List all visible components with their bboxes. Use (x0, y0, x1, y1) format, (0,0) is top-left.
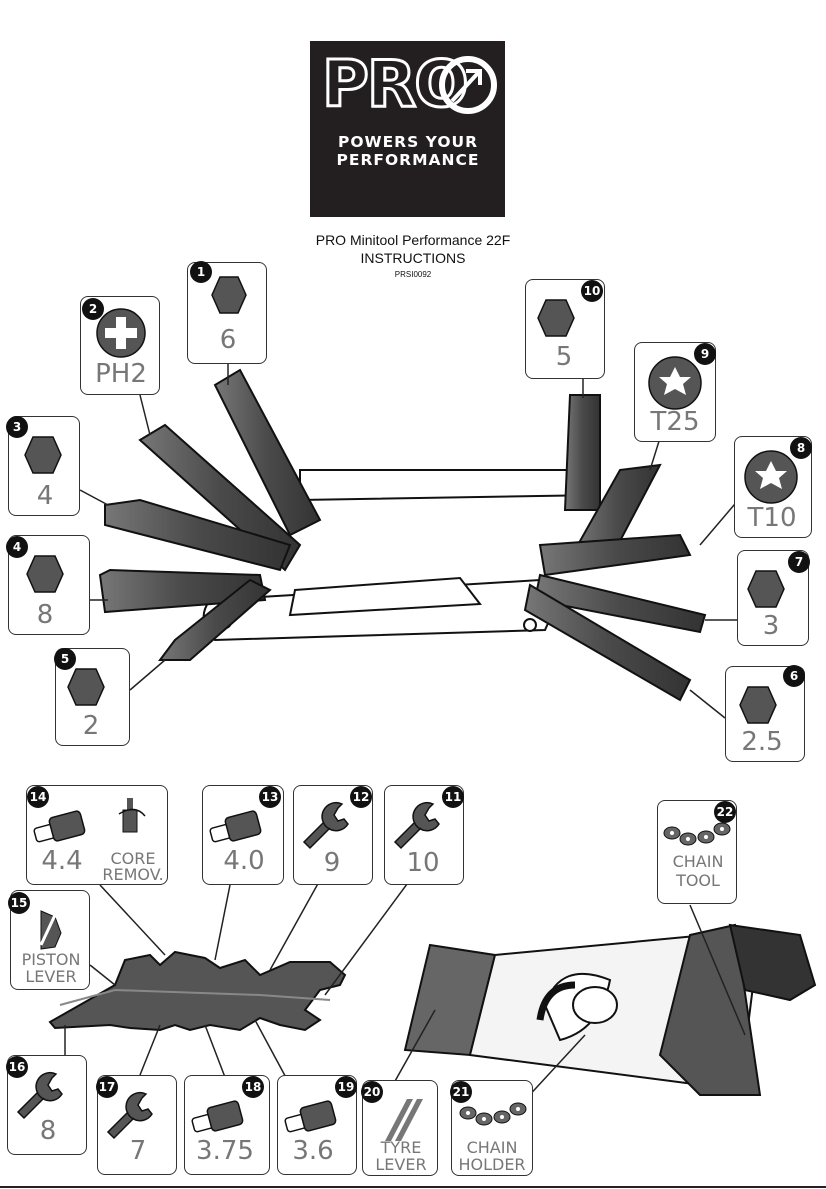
tool-size-label: 4.0 (223, 846, 265, 876)
tool-number-badge: 9 (694, 343, 716, 365)
tool-size-label: PH2 (95, 359, 147, 389)
wrench-plate (48, 950, 347, 1032)
tool-size-label: 6 (219, 325, 237, 355)
doc-subtitle: INSTRUCTIONS (360, 250, 466, 266)
logo-wordmark: PRO (321, 48, 471, 122)
torx-icon (648, 356, 702, 410)
spoke-key-icon (209, 810, 262, 843)
tool-number-badge: 4 (6, 536, 28, 558)
tool-size-label: CHAIN (672, 852, 724, 871)
tool-size-label-line3: REMOV. (102, 865, 164, 884)
tool-number-badge: 6 (783, 665, 805, 687)
tool-number-badge: 3 (6, 416, 28, 438)
hex-icon (67, 668, 105, 706)
tool-number-badge: 12 (350, 786, 372, 808)
callout-tool-3: 4 (8, 416, 80, 516)
hex-icon (24, 436, 62, 474)
tool-number-badge: 19 (335, 1076, 357, 1098)
tool-number-badge: 8 (790, 437, 812, 459)
tool-number-badge: 11 (442, 786, 464, 808)
tyre-lever-icon (385, 1099, 423, 1141)
tool-size-label: 8 (36, 600, 54, 630)
hex-icon (747, 570, 785, 608)
tool-size-label: 4.4 (41, 846, 83, 876)
tool-size-label-line2: CORE (110, 849, 156, 868)
doc-title: PRO Minitool Performance 22F (315, 232, 511, 248)
tool-size-label: 10 (406, 848, 440, 878)
pro-logo: PRO POWERS YOUR PERFORMANCE (310, 41, 505, 217)
callout-tool-6: 2.5 (725, 666, 805, 762)
tool-size-label: 4 (36, 481, 54, 511)
tool-number-badge: 21 (450, 1081, 472, 1103)
callout-tool-2: PH2 (80, 296, 160, 395)
wrench-icon (393, 801, 440, 850)
tool-size-label-line2: LEVER (25, 967, 77, 986)
tool-number-badge: 17 (96, 1076, 118, 1098)
tool-number-badge: 2 (82, 298, 104, 320)
tool-size-label: T25 (650, 407, 700, 437)
piston-icon (39, 910, 62, 950)
tool-number-badge: 20 (361, 1081, 383, 1103)
spoke-key-icon (284, 1100, 337, 1133)
tool-size-label: 9 (323, 848, 341, 878)
callout-tool-7: 3 (737, 550, 809, 646)
logo-tagline-1: POWERS YOUR (337, 133, 479, 151)
callout-tool-18: 3.75 (184, 1075, 270, 1175)
tool-number-badge: 18 (242, 1076, 264, 1098)
hex-icon (26, 555, 64, 593)
tool-number-badge: 7 (788, 551, 810, 573)
tool-size-label: 3.6 (292, 1136, 334, 1166)
tyre-lever-body (403, 923, 817, 1096)
core-remover-icon (118, 798, 146, 833)
chain-icon (663, 822, 731, 846)
chain-icon (459, 1102, 527, 1126)
tool-size-label: PISTON (21, 950, 81, 969)
hex-icon (739, 686, 777, 724)
callout-tool-11: 10 (384, 785, 464, 885)
spoke-key-icon (33, 810, 86, 843)
tool-number-badge: 16 (6, 1056, 28, 1078)
tool-size-label: CHAIN (466, 1138, 518, 1157)
doc-code: PRSI0092 (394, 270, 432, 279)
tool-size-label: 7 (129, 1136, 147, 1166)
wrench-icon (106, 1091, 153, 1140)
phillips-icon (96, 308, 146, 358)
wrench-icon (302, 801, 349, 850)
wrench-icon (16, 1071, 63, 1120)
tool-number-badge: 14 (27, 786, 49, 808)
callout-tool-14: 4.4 CORE REMOV. (26, 785, 168, 885)
tool-number-badge: 13 (259, 786, 281, 808)
tool-size-label-line2: TOOL (676, 871, 720, 890)
tool-number-badge: 1 (190, 261, 212, 283)
callout-tool-5: 2 (55, 648, 130, 746)
tool-size-label: 3.75 (196, 1136, 254, 1166)
tool-size-label: 2 (82, 711, 100, 741)
bottom-rule (0, 1186, 826, 1188)
tool-number-badge: 22 (714, 801, 736, 823)
spoke-key-icon (191, 1100, 244, 1133)
logo-arrow-icon (439, 56, 497, 114)
tool-number-badge: 5 (54, 648, 76, 670)
logo-tagline-2: PERFORMANCE (336, 151, 480, 169)
tool-size-label: 2.5 (741, 727, 783, 757)
hex-icon (211, 276, 247, 314)
tool-number-badge: 10 (581, 280, 603, 302)
tool-size-label: 3 (762, 611, 780, 641)
tool-size-label-line2: HOLDER (458, 1155, 526, 1174)
hex-icon (537, 299, 575, 337)
callout-tool-17: 7 (97, 1075, 177, 1175)
tool-number-badge: 15 (8, 892, 30, 914)
tool-size-label: T10 (747, 503, 797, 533)
tool-size-label: 8 (39, 1116, 57, 1146)
torx-icon (744, 450, 798, 504)
tool-size-label: TYRE (380, 1138, 422, 1157)
tool-size-label-line2: LEVER (375, 1155, 427, 1174)
tool-size-label: 5 (555, 342, 573, 372)
